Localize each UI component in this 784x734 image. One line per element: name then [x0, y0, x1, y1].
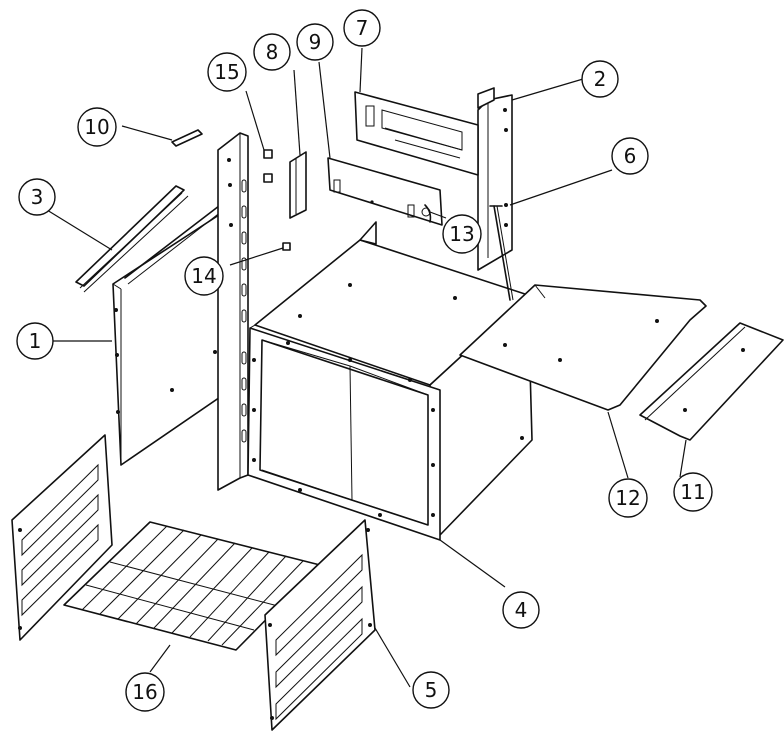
- callout-label: 5: [425, 678, 438, 702]
- callout-4: 4: [502, 591, 540, 629]
- callout-3: 3: [18, 178, 56, 216]
- part-7-top-bracket: [354, 91, 479, 176]
- callout-8: 8: [253, 33, 291, 71]
- callout-13: 13: [442, 214, 482, 254]
- callout-14: 14: [184, 256, 224, 296]
- callout-label: 12: [615, 486, 640, 510]
- callout-label: 9: [309, 30, 322, 54]
- part-3-upper-rail: [75, 185, 189, 293]
- part-2-right-bracket: [477, 87, 513, 271]
- callout-label: 14: [191, 264, 216, 288]
- part-6-rod: [489, 205, 514, 301]
- part-9-element-bracket: [327, 157, 443, 226]
- callout-7: 7: [343, 9, 381, 47]
- callout-label: 13: [449, 222, 474, 246]
- callout-12: 12: [608, 478, 648, 518]
- front-frame-strip: [217, 132, 249, 491]
- callout-10: 10: [77, 107, 117, 147]
- part-11-side-rail: [639, 322, 784, 441]
- callout-label: 16: [132, 680, 157, 704]
- part-5-right-rack-support: [264, 519, 376, 731]
- callout-label: 4: [515, 598, 528, 622]
- callout-label: 2: [594, 67, 607, 91]
- part-8-small-cover: [289, 151, 307, 219]
- part-4-oven-cavity: [247, 221, 533, 541]
- callout-label: 1: [29, 329, 42, 353]
- leader-lines: [46, 47, 687, 688]
- callout-label: 11: [680, 480, 705, 504]
- callout-2: 2: [581, 60, 619, 98]
- callout-label: 15: [214, 60, 239, 84]
- callout-1: 1: [16, 322, 54, 360]
- callout-label: 6: [624, 144, 637, 168]
- part-5-left-rack-support: [11, 434, 113, 641]
- callout-9: 9: [296, 23, 334, 61]
- callout-6: 6: [611, 137, 649, 175]
- part-10-small-strip: [171, 129, 203, 147]
- callout-label: 10: [84, 115, 109, 139]
- callout-label: 8: [266, 40, 279, 64]
- side-panel-rail: [124, 195, 236, 285]
- callout-16: 16: [125, 672, 165, 712]
- callout-label: 7: [356, 16, 369, 40]
- part-12-bottom-plate: [459, 284, 707, 411]
- callouts: 1 2 3 4 5 6 7 8: [16, 9, 713, 712]
- callout-11: 11: [673, 472, 713, 512]
- part-16-wire-rack: [63, 521, 321, 651]
- callout-15: 15: [207, 52, 247, 92]
- part-15-clips: [263, 149, 273, 183]
- callout-5: 5: [412, 671, 450, 709]
- part-14-fastener: [282, 242, 291, 251]
- callout-label: 3: [31, 185, 44, 209]
